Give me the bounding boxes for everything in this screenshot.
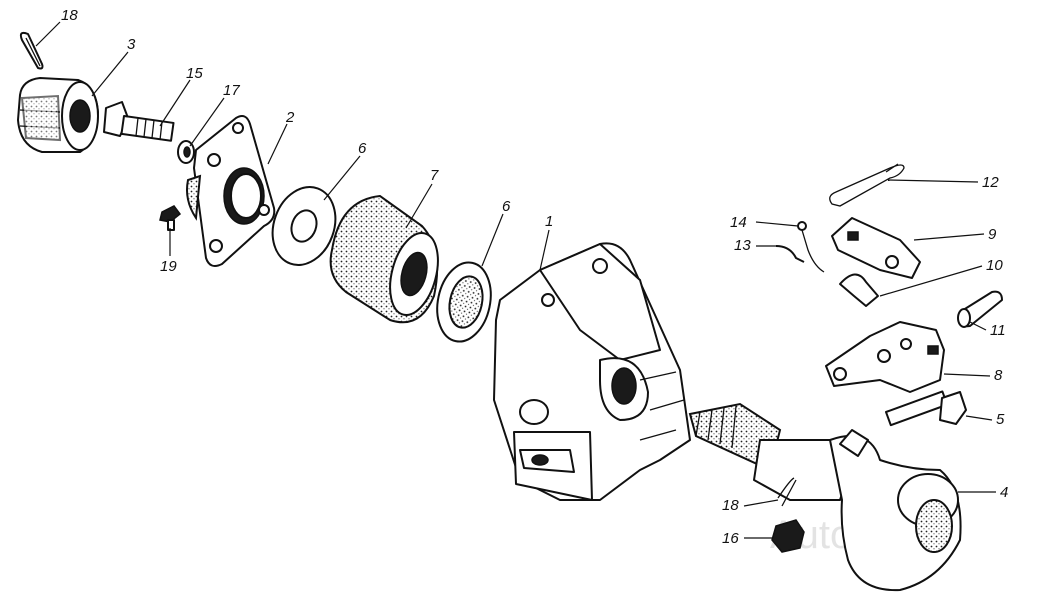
part-12-spring [829,163,905,207]
part-5-bolt [884,390,967,427]
part-19-grease-fitting [159,205,182,231]
part-6-washer-right [436,261,492,343]
label-14: 14 [730,214,799,231]
label-2: 2 [267,109,295,165]
svg-text:9: 9 [988,226,997,243]
label-5: 5 [965,411,1005,428]
svg-text:1: 1 [545,213,553,230]
label-1: 1 [539,213,553,271]
part-8-bracket [825,321,945,393]
label-7: 7 [405,167,439,229]
svg-text:3: 3 [127,36,136,53]
part-17-washer [177,140,195,164]
label-3: 3 [91,36,136,97]
svg-text:15: 15 [186,65,203,82]
label-10: 10 [879,257,1003,297]
part-2-flange [186,115,276,267]
part-15-bolt [103,101,175,142]
label-18b: 18 [722,497,779,514]
svg-text:4: 4 [1000,484,1008,501]
svg-text:8: 8 [994,367,1003,384]
part-10-clip [839,273,879,307]
part-13-14-chain-pin [775,221,825,273]
label-16: 16 [722,530,772,547]
label-6b: 6 [481,198,511,267]
svg-text:6: 6 [358,140,367,157]
svg-text:16: 16 [722,530,739,547]
svg-text:11: 11 [990,322,1006,339]
svg-text:6: 6 [502,198,511,215]
label-12: 12 [887,174,999,191]
svg-text:17: 17 [223,82,240,99]
part-1-housing [493,242,691,501]
svg-text:7: 7 [430,167,439,184]
part-18-cotter-pin-lower [777,477,797,507]
svg-text:13: 13 [734,237,751,254]
label-15: 15 [159,65,203,127]
svg-text:18: 18 [61,7,78,24]
svg-text:18: 18 [722,497,739,514]
part-16-nut [771,519,805,553]
svg-text:2: 2 [285,109,295,126]
svg-text:10: 10 [986,257,1003,274]
label-8: 8 [943,367,1003,384]
label-17: 17 [189,82,240,147]
part-9-latch [831,217,921,279]
part-18-cotter-pin [19,31,44,70]
part-6-washer-left [271,186,337,266]
part-3-nut [17,77,99,153]
part-4-hook [688,402,962,592]
label-11: 11 [969,321,1006,339]
label-4: 4 [958,484,1008,501]
svg-text:5: 5 [996,411,1005,428]
part-7-bushing [329,194,439,324]
svg-text:12: 12 [982,174,999,191]
part-11-sleeve [957,290,1003,328]
svg-text:14: 14 [730,214,747,231]
svg-text:19: 19 [160,258,177,275]
label-13: 13 [734,237,778,254]
label-9: 9 [913,226,997,243]
label-6a: 6 [323,140,367,201]
label-19: 19 [160,228,177,275]
label-18a: 18 [35,7,78,47]
